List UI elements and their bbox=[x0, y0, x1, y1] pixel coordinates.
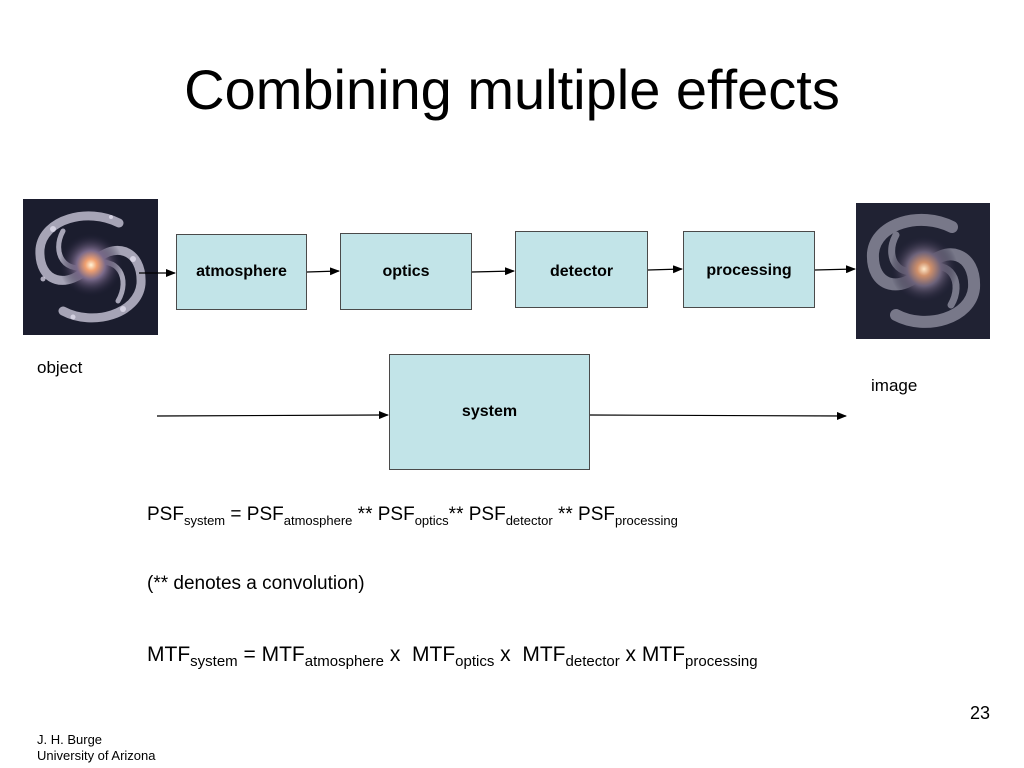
arrow-optics-to-detector bbox=[471, 267, 515, 276]
arrow-processing-to-image bbox=[814, 265, 856, 274]
image-label: image bbox=[871, 376, 918, 395]
stage-box-processing: processing bbox=[683, 231, 815, 308]
convolution-note: (** denotes a convolution) bbox=[147, 573, 365, 594]
arrow-detector-to-processing bbox=[647, 265, 683, 274]
stage-label-processing: processing bbox=[706, 262, 792, 279]
image-galaxy-image bbox=[856, 203, 990, 339]
footer-author: J. H. Burge bbox=[37, 732, 103, 747]
stage-label-atmosphere: atmosphere bbox=[196, 263, 287, 280]
arrow-out-of-system bbox=[589, 411, 847, 420]
footer-affiliation: University of Arizona bbox=[37, 748, 156, 763]
slide-title: Combining multiple effects bbox=[184, 58, 840, 121]
system-box: system bbox=[389, 354, 590, 470]
footer: J. H. Burge University of Arizona bbox=[37, 732, 156, 764]
arrow-into-system bbox=[156, 411, 389, 420]
object-galaxy-image bbox=[23, 199, 158, 335]
object-label: object bbox=[37, 358, 83, 377]
psf-equation: PSFsystem = PSFatmosphere ** PSFoptics**… bbox=[147, 504, 678, 528]
stage-box-atmosphere: atmosphere bbox=[176, 234, 307, 310]
stage-box-detector: detector bbox=[515, 231, 648, 308]
arrow-atmosphere-to-optics bbox=[306, 267, 340, 276]
stage-label-optics: optics bbox=[382, 263, 430, 280]
mtf-equation: MTFsystem = MTFatmosphere x MTFoptics x … bbox=[147, 643, 758, 670]
stage-label-detector: detector bbox=[549, 263, 614, 280]
system-label: system bbox=[461, 403, 518, 420]
page-number: 23 bbox=[969, 703, 990, 723]
stage-box-optics: optics bbox=[340, 233, 472, 310]
